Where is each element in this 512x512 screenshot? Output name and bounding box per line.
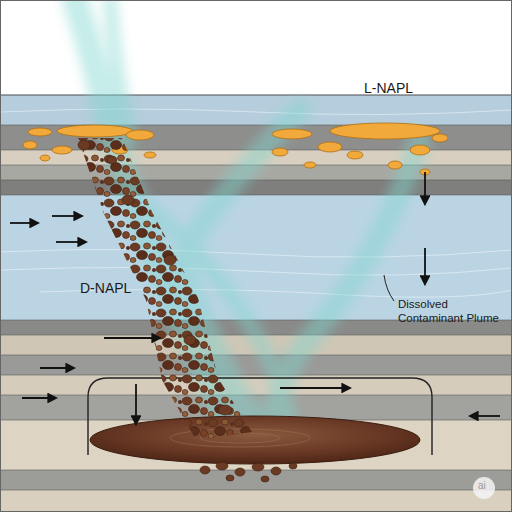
watermark: ai: [478, 480, 492, 492]
layer-label: L-NAPL: [364, 80, 444, 97]
plume-label: Dissolved Contaminant Plume: [398, 298, 508, 326]
layer-label: D-NAPL: [80, 280, 150, 297]
